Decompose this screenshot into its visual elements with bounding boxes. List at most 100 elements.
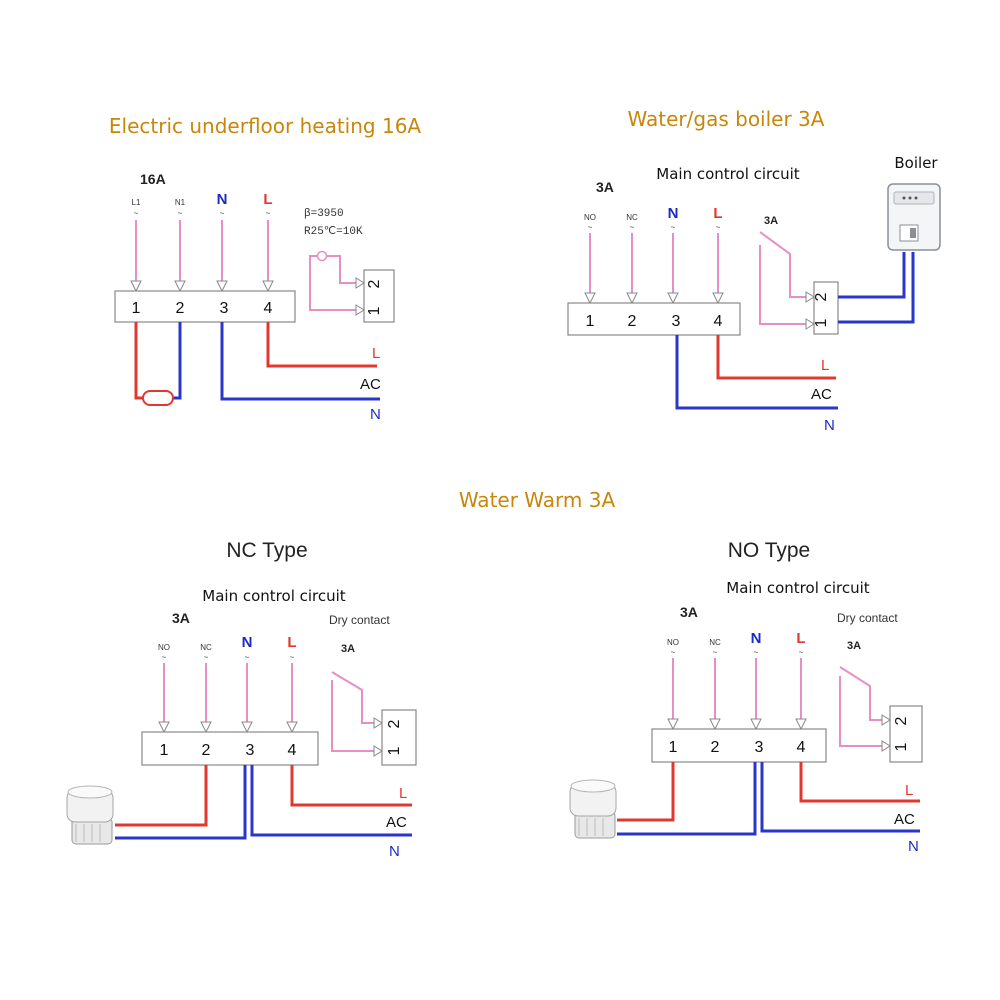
pin-label-l: L	[796, 630, 805, 647]
sensor-terminal-2: 2	[366, 279, 383, 288]
sensor-terminal-block	[363, 269, 395, 323]
terminal-4: 4	[797, 739, 806, 756]
svg-text:~: ~	[671, 648, 676, 657]
supply-live-wire	[266, 322, 377, 368]
relay-switch	[331, 671, 374, 724]
heater-element-icon	[142, 390, 174, 406]
boiler-icon	[887, 183, 941, 251]
relay-terminal-2: 2	[386, 719, 403, 728]
boiler-wire-b	[838, 252, 915, 324]
relay-terminal-2: 2	[813, 292, 830, 301]
terminal-block	[567, 302, 741, 336]
terminal-3: 3	[672, 313, 681, 330]
label-l: L	[821, 357, 829, 374]
pin-label-l: L	[263, 191, 272, 208]
pin-label-nc: NC	[200, 643, 212, 652]
terminal-2: 2	[628, 313, 637, 330]
svg-text:~: ~	[716, 223, 721, 232]
terminal-1: 1	[586, 313, 595, 330]
relay-terminal-block	[813, 281, 839, 335]
pin-label-nc: NC	[709, 638, 721, 647]
no-dry-contact: Dry contact	[837, 611, 898, 625]
supply-live-wire	[799, 762, 920, 803]
no-type-panel: NO Type Main control circuit 3A Dry cont…	[569, 539, 923, 855]
nc-type-panel: NC Type Main control circuit 3A Dry cont…	[66, 539, 417, 860]
svg-text:~: ~	[204, 653, 209, 662]
pin-label-l1: L1	[132, 198, 141, 207]
arrow	[174, 280, 186, 293]
terminal-1: 1	[669, 739, 678, 756]
arrow	[216, 280, 228, 293]
supply-neutral-wire	[250, 765, 412, 837]
thermal-actuator-icon	[569, 779, 617, 839]
label-ac: AC	[811, 386, 832, 403]
relay-common	[331, 680, 374, 752]
heater-neutral-wire	[173, 322, 182, 400]
label-l: L	[399, 785, 407, 802]
terminal-4: 4	[714, 313, 723, 330]
pin-label-n1: N1	[175, 198, 186, 207]
sensor-r25: R25℃=10K	[304, 226, 363, 238]
terminal-block	[141, 731, 319, 766]
terminal-3: 3	[755, 739, 764, 756]
relay-terminal-1: 1	[386, 746, 403, 755]
pin-label-no: NO	[584, 213, 596, 222]
label-ac: AC	[894, 811, 915, 828]
title-boiler: Water/gas boiler 3A	[628, 107, 825, 131]
relay-terminal-block	[889, 705, 923, 763]
relay-terminal-2: 2	[893, 716, 910, 725]
svg-text:~: ~	[588, 223, 593, 232]
floor-rating: 16A	[140, 171, 166, 187]
no-caption: Main control circuit	[726, 579, 870, 597]
nc-relay-rating: 3A	[341, 643, 355, 655]
label-ac: AC	[386, 814, 407, 831]
actuator-live-wire	[617, 762, 675, 822]
svg-text:~: ~	[134, 209, 139, 218]
supply-live-wire	[716, 335, 836, 380]
pin-label-l: L	[713, 205, 722, 222]
svg-text:~: ~	[245, 653, 250, 662]
actuator-neutral-wire	[115, 765, 247, 840]
svg-text:~: ~	[162, 653, 167, 662]
sensor-beta: β=3950	[304, 208, 344, 220]
nc-type-title: NC Type	[226, 539, 307, 562]
boiler-panel: 3A Main control circuit Boiler NO NC N L…	[567, 154, 941, 434]
terminal-3: 3	[246, 742, 255, 759]
relay-terminal-1: 1	[813, 318, 830, 327]
pin-label-n: N	[217, 191, 228, 208]
relay-terminal-block	[381, 709, 417, 766]
title-water-warm: Water Warm 3A	[459, 488, 616, 512]
actuator-live-wire	[115, 765, 208, 827]
no-relay-rating: 3A	[847, 640, 861, 652]
no-type-title: NO Type	[728, 539, 810, 562]
sensor-probe-icon	[316, 250, 328, 262]
terminal-3: 3	[220, 300, 229, 317]
pin-label-nc: NC	[626, 213, 638, 222]
terminal-4: 4	[264, 300, 273, 317]
label-n: N	[908, 838, 919, 855]
supply-neutral-wire	[760, 762, 920, 833]
relay-switch	[759, 231, 806, 298]
relay-terminal-1: 1	[893, 742, 910, 751]
pin-label-l: L	[287, 634, 296, 651]
relay-rating: 3A	[764, 215, 778, 227]
terminal-1: 1	[160, 742, 169, 759]
svg-text:~: ~	[713, 648, 718, 657]
svg-text:~: ~	[630, 223, 635, 232]
label-n: N	[824, 417, 835, 434]
pin-label-no: NO	[667, 638, 679, 647]
supply-neutral-wire	[220, 322, 380, 401]
relay-common	[839, 676, 882, 747]
svg-text:~: ~	[754, 648, 759, 657]
floor-heating-panel: 16A L1 N1 N L ~ ~ ~ ~ 1 2 3 4 L AC N β=3…	[114, 171, 395, 423]
terminal-1: 1	[132, 300, 141, 317]
svg-text:~: ~	[671, 223, 676, 232]
svg-text:~: ~	[178, 209, 183, 218]
boiler-rating: 3A	[596, 179, 614, 195]
terminal-2: 2	[202, 742, 211, 759]
terminal-4: 4	[288, 742, 297, 759]
sensor-lead-a	[326, 255, 356, 284]
label-l: L	[905, 782, 913, 799]
arrow	[262, 280, 274, 293]
